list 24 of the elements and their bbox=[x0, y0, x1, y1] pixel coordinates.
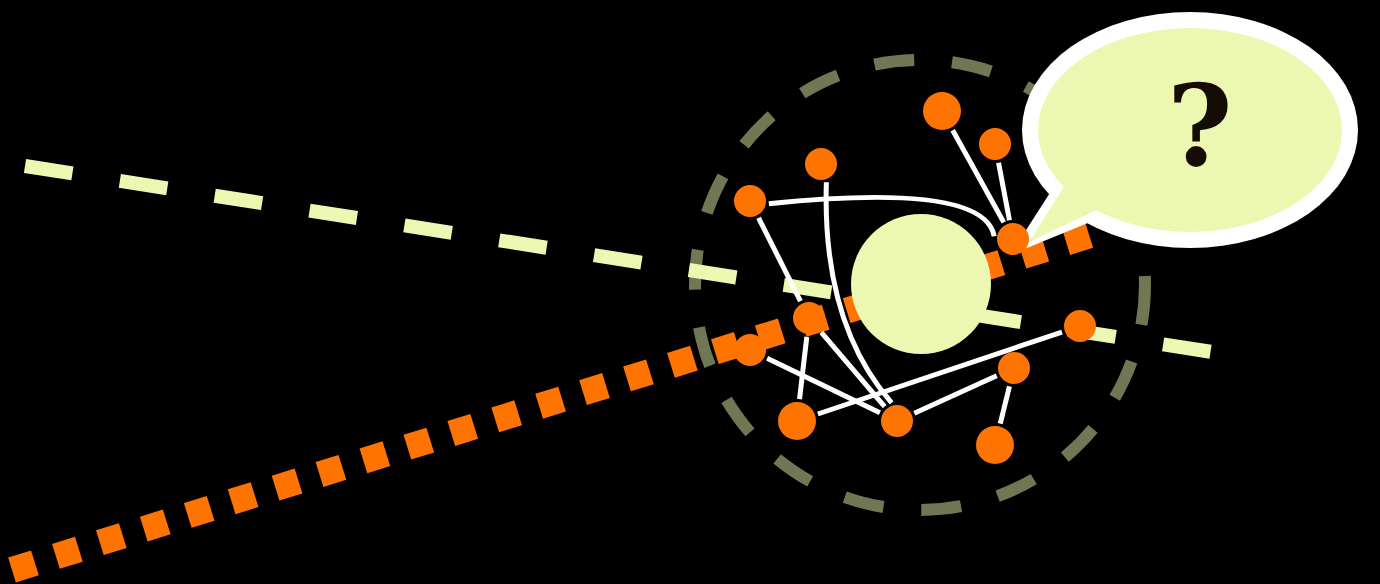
connector-line bbox=[996, 162, 1012, 221]
connector-line bbox=[756, 216, 803, 303]
network-dot bbox=[881, 405, 913, 437]
network-dot bbox=[997, 223, 1029, 255]
connector-line bbox=[823, 182, 894, 405]
connector-line bbox=[766, 356, 881, 415]
network-dot bbox=[998, 352, 1030, 384]
connector-line bbox=[819, 330, 887, 409]
connector-line bbox=[817, 329, 1063, 417]
network-dot bbox=[793, 302, 825, 334]
network-dot bbox=[778, 402, 816, 440]
large-circle bbox=[851, 214, 991, 354]
connector-line bbox=[913, 373, 998, 416]
network-dot bbox=[979, 128, 1011, 160]
connector-line bbox=[797, 336, 810, 400]
question-mark: ? bbox=[1167, 70, 1233, 182]
network-dot bbox=[1064, 310, 1096, 342]
network-dot bbox=[734, 185, 766, 217]
network-dot bbox=[805, 148, 837, 180]
connector-line bbox=[768, 195, 997, 238]
connector-line bbox=[997, 385, 1012, 425]
network-dot bbox=[976, 426, 1014, 464]
connector-line bbox=[950, 129, 1006, 224]
network-dot bbox=[923, 92, 961, 130]
